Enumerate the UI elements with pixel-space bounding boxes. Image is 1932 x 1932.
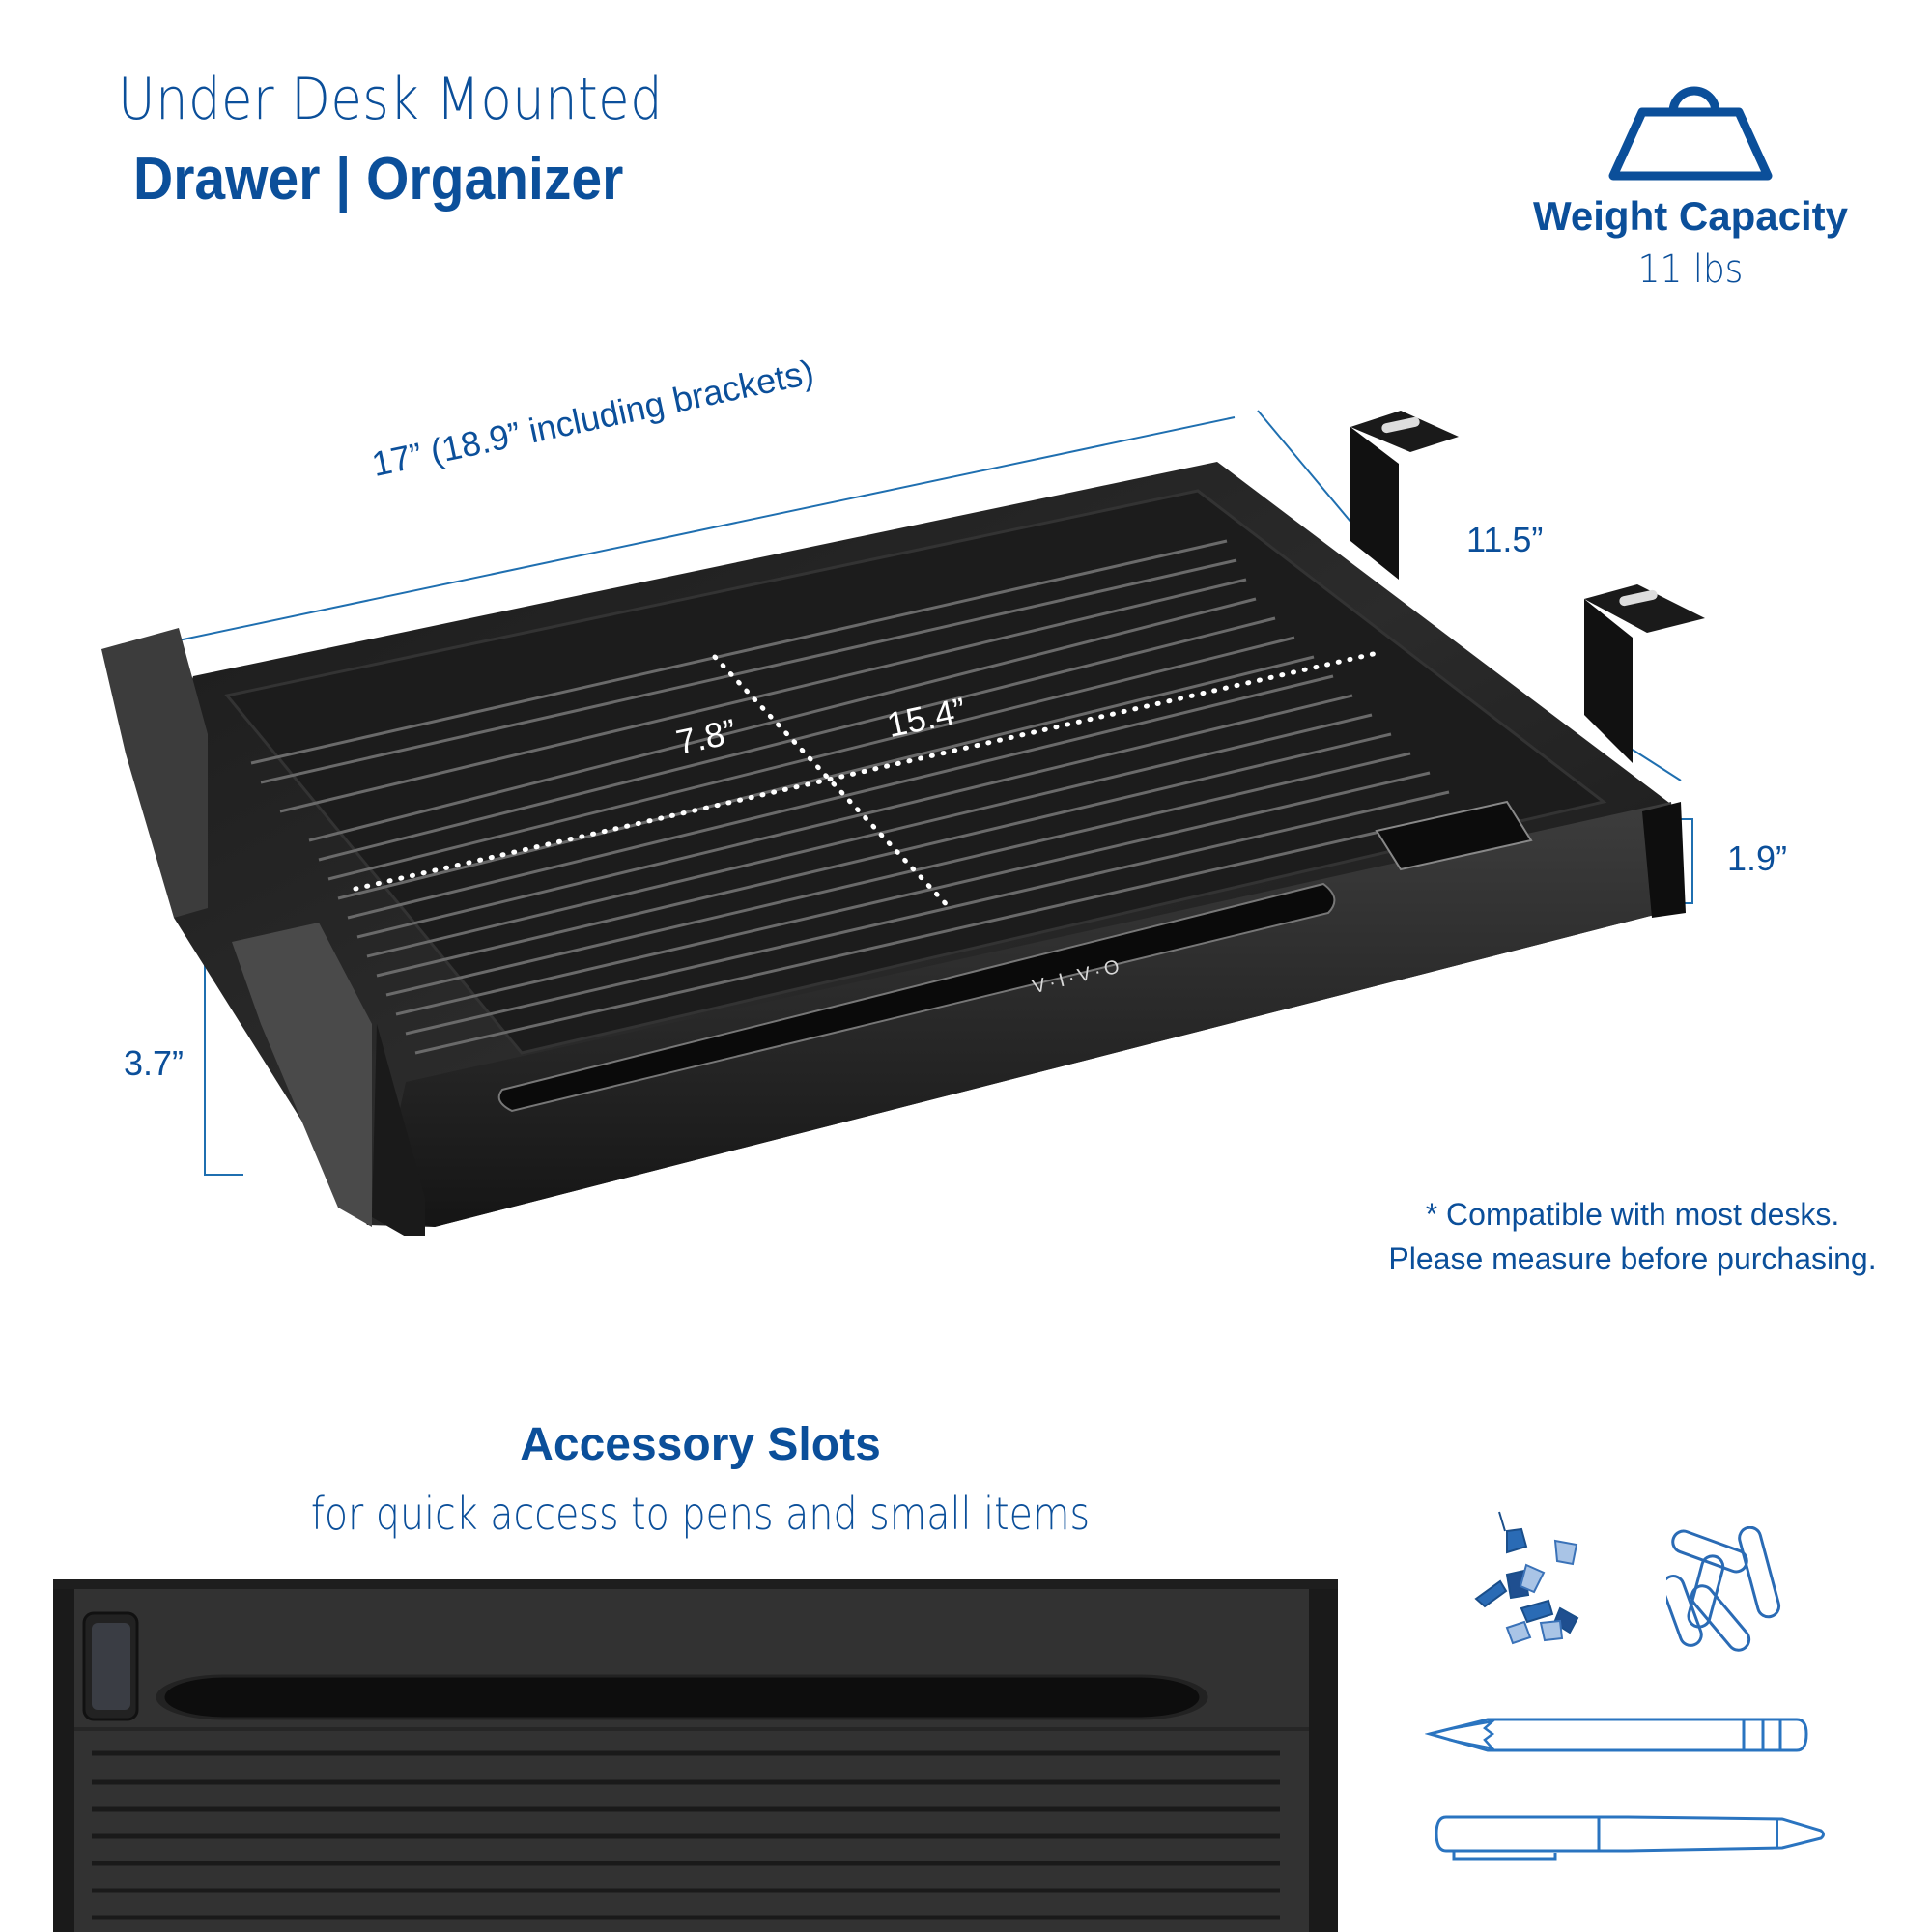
title-line-2: Drawer | Organizer — [133, 146, 624, 213]
dimension-depth-label: 11.5” — [1466, 520, 1544, 559]
weight-capacity-value: 11 lbs — [1637, 247, 1744, 292]
compatibility-note-line-1: * Compatible with most desks. — [1425, 1197, 1840, 1232]
pencil-icon — [1425, 1718, 1808, 1752]
accessory-title: Accessory Slots — [520, 1419, 881, 1470]
title-line-1: Under Desk Mounted — [118, 66, 664, 133]
dimension-bracket-height-label: 3.7” — [124, 1043, 185, 1083]
pen-icon — [1435, 1815, 1825, 1861]
accessory-subtitle: for quick access to pens and small items — [310, 1488, 1091, 1540]
paper-clips-icon — [1666, 1526, 1781, 1652]
compatibility-note: * Compatible with most desks. Please mea… — [1333, 1192, 1932, 1281]
compatibility-note-line-2: Please measure before purchasing. — [1388, 1241, 1877, 1276]
drawer-closeup-image — [53, 1579, 1338, 1932]
weight-capacity-label: Weight Capacity — [1533, 193, 1848, 239]
drawer-product-image — [101, 410, 1705, 1236]
weight-icon — [1608, 86, 1773, 181]
push-pins-icon — [1474, 1511, 1579, 1645]
dimension-front-height-label: 1.9” — [1727, 838, 1788, 878]
